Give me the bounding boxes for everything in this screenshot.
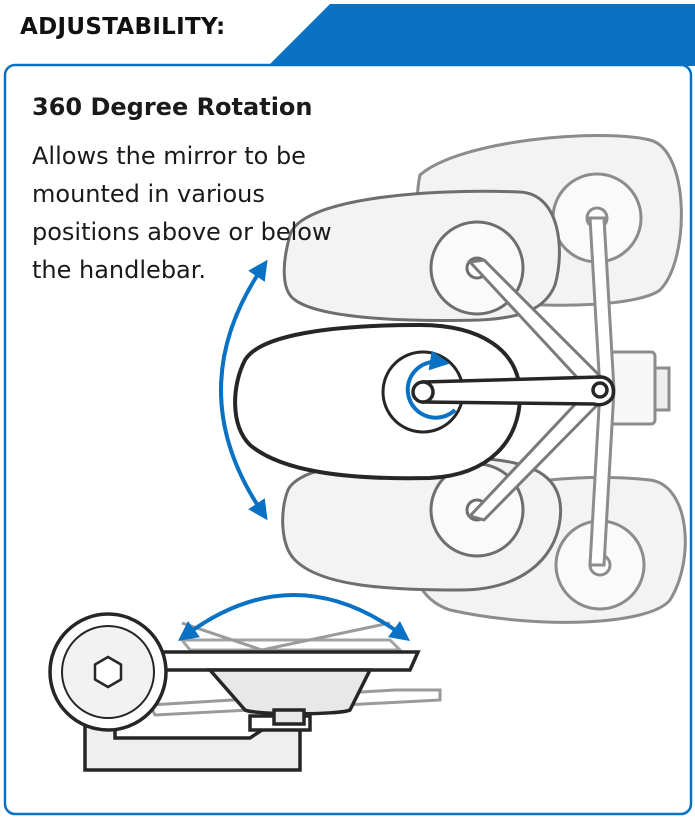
- handlebar-clamp: [608, 350, 671, 426]
- clockwise-rotation-icon: [405, 350, 457, 420]
- header-tab: [268, 4, 695, 66]
- header-title: ADJUSTABILITY:: [20, 14, 226, 40]
- tilt-arc-arrow-icon: [177, 593, 411, 641]
- hex-bolt-icon: [48, 612, 168, 732]
- rotation-arc-arrow-icon: [219, 259, 268, 521]
- section-heading: 360 Degree Rotation: [32, 93, 313, 121]
- main-arm: [411, 375, 616, 407]
- section-body: Allows the mirror to be mounted in vario…: [32, 142, 332, 284]
